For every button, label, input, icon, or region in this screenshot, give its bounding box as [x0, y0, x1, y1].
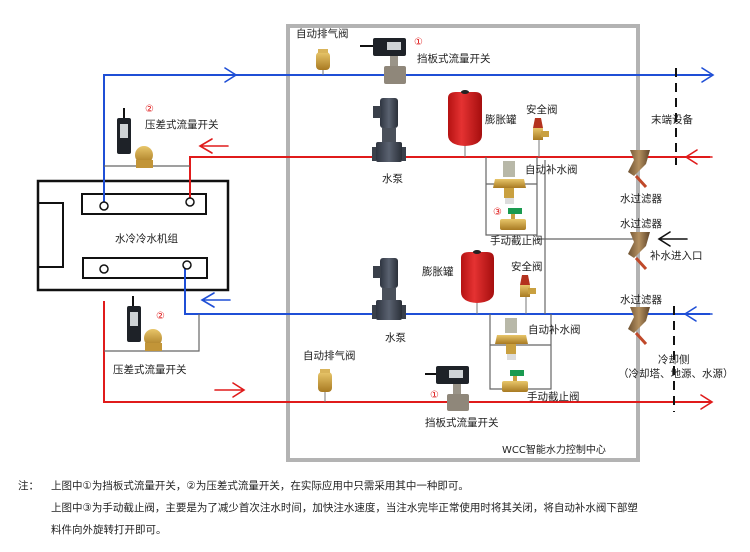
arrow-right-icon: [682, 67, 715, 83]
makeup-filter-label: 水过滤器: [620, 218, 662, 230]
manual-shutoff-valve-icon: [500, 208, 526, 230]
top-supply-pipe: [103, 74, 710, 206]
bottom-supply-pipe: [184, 268, 710, 315]
air-vent-valve-icon: [316, 49, 330, 75]
paddle-switch-marker: ①: [430, 390, 439, 401]
manual-valve-label: 手动截止阀: [527, 391, 580, 403]
makeup-filter-icon: [628, 232, 650, 271]
expansion-tank-icon: [448, 90, 482, 157]
paddle-switch-label: 挡板式流量开关: [417, 53, 491, 65]
auto-fill-valve-icon: [495, 318, 528, 360]
makeup-inlet-label: 补水进入口: [650, 250, 703, 262]
arrow-right-icon: [214, 382, 246, 398]
chiller-unit: [36, 179, 230, 292]
bottom-return-pipe: [103, 301, 710, 403]
air-vent-valve-icon: [318, 369, 332, 402]
differential-flow-switch-icon: [117, 108, 153, 168]
auto-fill-valve-label: 自动补水阀: [528, 324, 581, 336]
hydraulic-diagram: [36, 24, 715, 462]
water-pump-icon: [372, 98, 406, 162]
filter-label: 水过滤器: [620, 294, 662, 306]
tank-label: 膨胀罐: [485, 114, 517, 126]
control-center-label: WCC智能水力控制中心: [502, 445, 606, 456]
arrow-right-icon: [682, 394, 714, 410]
chiller-label: 水冷冷水机组: [115, 233, 178, 245]
arrow-left-icon: [683, 306, 713, 322]
diff-switch-marker: ②: [156, 311, 165, 322]
water-pump-icon: [372, 258, 406, 320]
manual-valve-marker: ③: [493, 207, 502, 218]
safety-valve-icon: [520, 275, 536, 314]
diff-switch-label: 压差式流量开关: [145, 119, 219, 131]
safety-valve-label: 安全阀: [526, 104, 558, 116]
air-vent-label: 自动排气阀: [296, 28, 349, 40]
paddle-flow-switch-icon: [425, 366, 469, 411]
arrow-left-icon: [198, 138, 229, 154]
arrow-left-icon: [200, 292, 231, 308]
paddle-switch-label: 挡板式流量开关: [425, 417, 499, 429]
filter-label: 水过滤器: [620, 193, 662, 205]
cooling-side-label: 冷却侧: [658, 354, 690, 366]
arrow-left-icon: [684, 149, 713, 165]
paddle-flow-switch-icon: [360, 38, 406, 84]
pump-label: 水泵: [382, 173, 403, 185]
water-filter-icon: [628, 150, 650, 189]
diff-switch-marker: ②: [145, 104, 154, 115]
water-filter-icon: [628, 307, 650, 346]
auto-fill-valve-label: 自动补水阀: [525, 164, 578, 176]
terminal-equipment-label: 末端设备: [651, 114, 693, 126]
paddle-switch-marker: ①: [414, 37, 423, 48]
arrow-left-icon: [657, 231, 688, 247]
expansion-tank-icon: [461, 250, 494, 314]
cooling-side-detail: （冷却塔、地源、水源）: [618, 368, 734, 380]
notes-prefix: 注：: [18, 480, 39, 492]
tank-label: 膨胀罐: [422, 266, 454, 278]
pump-label: 水泵: [385, 332, 406, 344]
safety-valve-icon: [533, 118, 549, 157]
auto-fill-valve-icon: [493, 161, 526, 204]
notes-line-3: 料件向外旋转打开即可。: [51, 524, 167, 536]
manual-shutoff-valve-icon: [502, 370, 528, 392]
air-vent-label: 自动排气阀: [303, 350, 356, 362]
safety-valve-label: 安全阀: [511, 261, 543, 273]
notes-line-2: 上图中③为手动截止阀，主要是为了减少首次注水时间，加快注水速度，当注水完毕正常使…: [51, 502, 638, 514]
manual-valve-label: 手动截止阀: [490, 235, 543, 247]
notes-line-1: 上图中①为挡板式流量开关，②为压差式流量开关，在实际应用中只需采用其中一种即可。: [51, 480, 469, 492]
arrow-right-icon: [206, 67, 238, 83]
differential-flow-switch-icon: [127, 296, 162, 351]
diff-switch-label: 压差式流量开关: [113, 364, 187, 376]
